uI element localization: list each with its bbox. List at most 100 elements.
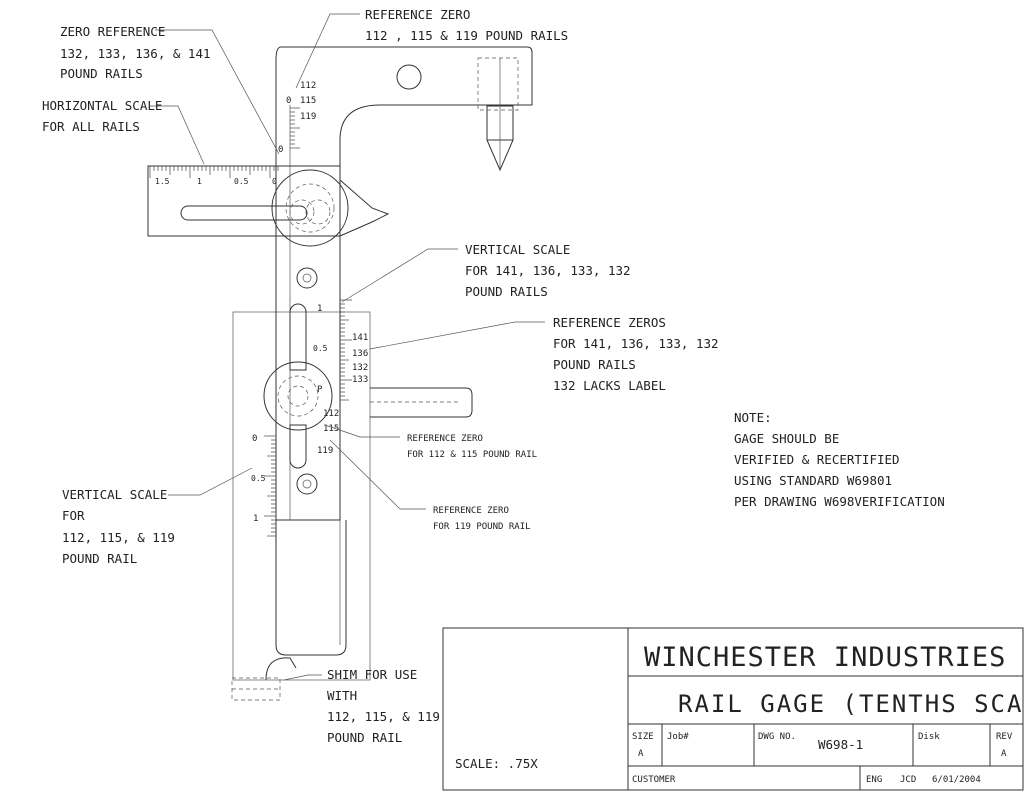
svg-text:132, 133, 136, & 141: 132, 133, 136, & 141 [60, 46, 211, 61]
svg-text:POUND RAIL: POUND RAIL [327, 730, 402, 745]
upper-rail-141: 141 [352, 333, 368, 343]
svg-text:REFERENCE ZEROS: REFERENCE ZEROS [553, 315, 666, 330]
lower-rail-112: 112 [323, 409, 339, 419]
svg-text:112 , 115 & 119 POUND RAILS: 112 , 115 & 119 POUND RAILS [365, 28, 568, 43]
disk-label: Disk [918, 732, 940, 742]
vertical-slot-lower [289, 424, 307, 469]
callout-vertical-scale-112: VERTICAL SCALE FOR 112, 115, & 119 POUND… [62, 487, 175, 566]
rev-value: A [1001, 749, 1007, 759]
verification-note: NOTE: GAGE SHOULD BE VERIFIED & RECERTIF… [734, 410, 945, 509]
callout-zero-reference-132: ZERO REFERENCE 132, 133, 136, & 141 POUN… [60, 24, 211, 81]
upper-clamp-knob [271, 169, 349, 247]
svg-text:POUND RAILS: POUND RAILS [60, 66, 143, 81]
company-name: WINCHESTER INDUSTRIES INC. [644, 642, 1024, 673]
lower-scale-label-1: 1 [253, 514, 258, 524]
side-pin [370, 387, 473, 418]
drawing-scale: SCALE: .75X [455, 756, 538, 771]
title-block: WINCHESTER INDUSTRIES INC. RAIL GAGE (TE… [442, 627, 1024, 791]
vertical-slot-upper [289, 303, 307, 371]
svg-text:FOR ALL RAILS: FOR ALL RAILS [42, 119, 140, 134]
h-scale-label-0: 0 [272, 177, 277, 186]
svg-text:ZERO REFERENCE: ZERO REFERENCE [60, 24, 165, 39]
lower-clamp-knob [263, 361, 333, 431]
horizontal-scale-ticks [149, 166, 279, 178]
job-label: Job# [667, 732, 689, 742]
upper-rail-133: 133 [352, 375, 368, 385]
svg-text:VERTICAL SCALE: VERTICAL SCALE [465, 242, 570, 257]
horizontal-pointer [339, 179, 390, 237]
eng-initials: JCD [900, 775, 916, 785]
svg-text:112, 115, & 119: 112, 115, & 119 [327, 709, 440, 724]
lower-scale-label-0: 0 [252, 434, 257, 444]
svg-text:POUND RAILS: POUND RAILS [553, 357, 636, 372]
svg-text:REFERENCE ZERO: REFERENCE ZERO [433, 506, 509, 516]
svg-text:132 LACKS LABEL: 132 LACKS LABEL [553, 378, 666, 393]
callout-vertical-scale-141: VERTICAL SCALE FOR 141, 136, 133, 132 PO… [465, 242, 631, 299]
upper-rail-136: 136 [352, 349, 368, 359]
p-mark: P [317, 385, 323, 395]
callout-reference-zeros-141: REFERENCE ZEROS FOR 141, 136, 133, 132 P… [553, 315, 719, 393]
rev-label: REV [996, 732, 1013, 742]
upper-rail-132: 132 [352, 363, 368, 373]
screw-lower [296, 473, 318, 495]
callout-reference-zero-112: REFERENCE ZERO 112 , 115 & 119 POUND RAI… [365, 7, 568, 43]
horizontal-zero-label: 0 [278, 145, 283, 155]
svg-text:VERIFIED & RECERTIFIED: VERIFIED & RECERTIFIED [734, 452, 900, 467]
leader-lines [150, 13, 545, 681]
callout-shim: SHIM FOR USE WITH 112, 115, & 119 POUND … [327, 667, 440, 745]
top-rail-115: 115 [300, 96, 316, 106]
top-scale-ticks [290, 107, 300, 149]
svg-text:PER DRAWING W698VERIFICATION: PER DRAWING W698VERIFICATION [734, 494, 945, 509]
svg-text:SHIM FOR USE: SHIM FOR USE [327, 667, 417, 682]
horizontal-scale-bar [147, 165, 341, 237]
upper-scale-label-1: 1 [317, 304, 322, 314]
top-rail-119: 119 [300, 112, 316, 122]
svg-text:FOR: FOR [62, 508, 85, 523]
shim-plate [232, 311, 371, 681]
screw-upper [296, 267, 318, 289]
svg-text:112, 115, & 119: 112, 115, & 119 [62, 530, 175, 545]
callout-horizontal-scale: HORIZONTAL SCALE FOR ALL RAILS [42, 98, 162, 134]
horizontal-slot [180, 205, 308, 221]
top-zero-label: 0 [286, 96, 291, 106]
svg-text:FOR 119 POUND RAIL: FOR 119 POUND RAIL [433, 522, 531, 532]
size-label: SIZE [632, 732, 654, 742]
pointer-screw [477, 57, 519, 111]
arm-hole [396, 64, 422, 90]
svg-text:REFERENCE ZERO: REFERENCE ZERO [365, 7, 470, 22]
dwg-value: W698-1 [818, 737, 863, 752]
svg-text:REFERENCE ZERO: REFERENCE ZERO [407, 434, 483, 444]
scale-labels: 1.5 1 0.5 0 0 0 112 115 119 1 0.5 141 13… [155, 81, 368, 524]
callout-reference-zero-112-115: REFERENCE ZERO FOR 112 & 115 POUND RAIL [407, 434, 537, 460]
svg-text:POUND RAIL: POUND RAIL [62, 551, 137, 566]
lower-rail-115: 115 [323, 424, 339, 434]
upper-scale-label-0-5: 0.5 [313, 344, 328, 353]
svg-text:WITH: WITH [327, 688, 357, 703]
customer-label: CUSTOMER [632, 775, 676, 785]
svg-text:FOR 141, 136, 133, 132: FOR 141, 136, 133, 132 [553, 336, 719, 351]
svg-text:USING STANDARD W69801: USING STANDARD W69801 [734, 473, 892, 488]
gage-body [147, 46, 533, 701]
h-scale-label-0-5: 0.5 [234, 177, 249, 186]
gage-frame [275, 46, 533, 521]
lower-extension [275, 520, 347, 656]
drawing-title: RAIL GAGE (TENTHS SCALE) [678, 690, 1024, 718]
drawing-date: 6/01/2004 [932, 775, 981, 785]
dwg-label: DWG NO. [758, 732, 796, 742]
svg-text:HORIZONTAL SCALE: HORIZONTAL SCALE [42, 98, 162, 113]
svg-text:GAGE SHOULD BE: GAGE SHOULD BE [734, 431, 839, 446]
lower-vertical-scale-ticks [264, 435, 276, 537]
upper-vertical-scale-ticks [340, 299, 352, 401]
size-value: A [638, 749, 644, 759]
shim-tip [265, 657, 297, 681]
eng-label: ENG [866, 775, 882, 785]
svg-text:POUND RAILS: POUND RAILS [465, 284, 548, 299]
lower-scale-label-0-5: 0.5 [251, 474, 266, 483]
svg-text:FOR 141, 136, 133, 132: FOR 141, 136, 133, 132 [465, 263, 631, 278]
h-scale-label-1: 1 [197, 177, 202, 186]
svg-text:NOTE:: NOTE: [734, 410, 772, 425]
svg-text:FOR 112 & 115 POUND RAIL: FOR 112 & 115 POUND RAIL [407, 450, 537, 460]
top-rail-112: 112 [300, 81, 316, 91]
svg-text:VERTICAL SCALE: VERTICAL SCALE [62, 487, 167, 502]
